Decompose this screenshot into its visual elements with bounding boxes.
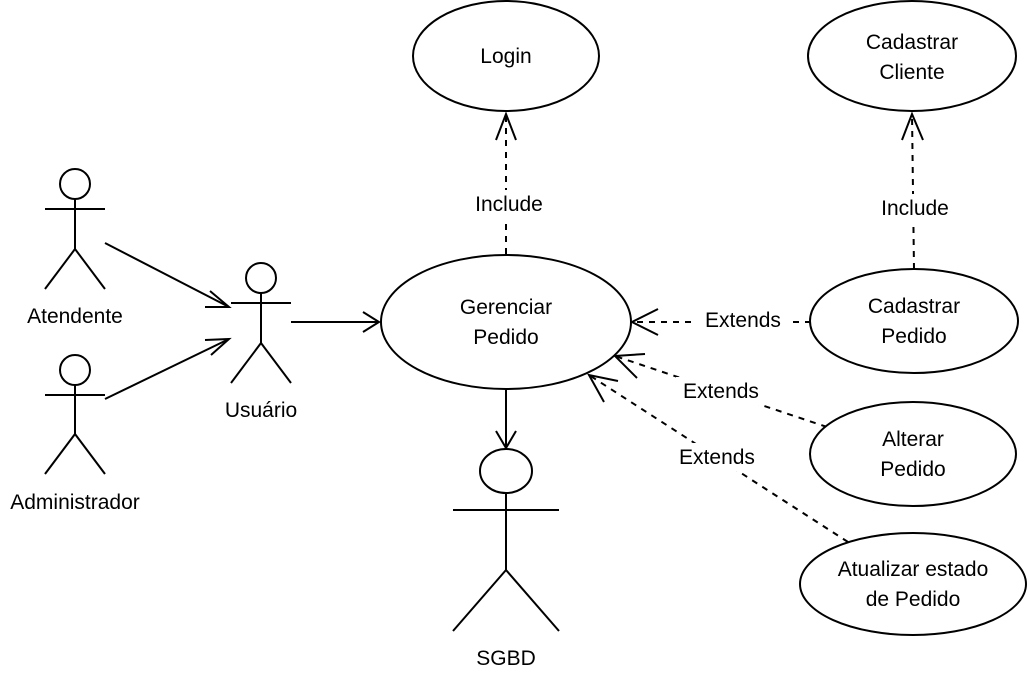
use-case-atualizar-estado-line1: Atualizar estado bbox=[838, 558, 989, 581]
actor-atendente-label: Atendente bbox=[27, 305, 123, 328]
actor-figure-icon bbox=[452, 448, 560, 632]
include-gerenciar-login: Include bbox=[466, 111, 552, 254]
extends-cadastrar-pedido: Extends bbox=[629, 306, 811, 336]
actor-atendente[interactable]: Atendente bbox=[27, 168, 123, 328]
include-label-login: Include bbox=[475, 193, 543, 216]
use-case-login-label: Login bbox=[480, 45, 531, 68]
actor-figure-icon bbox=[44, 168, 106, 290]
actor-usuario-label: Usuário bbox=[225, 399, 297, 422]
actor-figure-icon bbox=[44, 354, 106, 475]
include-cadastrar-pedido-cliente: Include bbox=[872, 111, 958, 270]
use-case-atualizar-estado-line2: de Pedido bbox=[866, 588, 961, 611]
use-case-login[interactable]: Login bbox=[412, 0, 600, 112]
actor-sgbd[interactable]: SGBD bbox=[452, 448, 560, 670]
actor-administrador-label: Administrador bbox=[10, 491, 140, 514]
association-atendente-usuario bbox=[104, 242, 232, 308]
actor-administrador[interactable]: Administrador bbox=[10, 354, 140, 514]
association-administrador-usuario bbox=[104, 337, 232, 400]
extends-label-atualizar: Extends bbox=[679, 446, 755, 469]
actor-sgbd-label: SGBD bbox=[476, 647, 536, 670]
actor-figure-icon bbox=[230, 262, 292, 384]
include-label-cliente: Include bbox=[881, 197, 949, 220]
association-gerenciar-sgbd bbox=[495, 390, 517, 450]
use-case-alterar-pedido[interactable]: Alterar Pedido bbox=[809, 401, 1017, 507]
use-case-atualizar-estado[interactable]: Atualizar estado de Pedido bbox=[799, 532, 1027, 636]
use-case-alterar-pedido-line2: Pedido bbox=[880, 458, 945, 481]
use-case-cadastrar-cliente-line1: Cadastrar bbox=[866, 31, 958, 54]
use-case-gerenciar-pedido-line2: Pedido bbox=[473, 326, 538, 349]
extends-alterar-pedido: Extends bbox=[612, 353, 828, 428]
extends-atualizar-estado: Extends bbox=[587, 373, 849, 543]
actor-usuario[interactable]: Usuário bbox=[225, 262, 297, 422]
use-case-gerenciar-pedido-line1: Gerenciar bbox=[460, 296, 552, 319]
use-case-alterar-pedido-line1: Alterar bbox=[882, 428, 944, 451]
use-case-cadastrar-cliente[interactable]: Cadastrar Cliente bbox=[807, 0, 1017, 112]
use-case-cadastrar-pedido-line1: Cadastrar bbox=[868, 295, 960, 318]
use-case-gerenciar-pedido[interactable]: Gerenciar Pedido bbox=[380, 254, 632, 390]
use-case-cadastrar-pedido-line2: Pedido bbox=[881, 325, 946, 348]
extends-label-alterar: Extends bbox=[683, 380, 759, 403]
extends-label-cadastrar: Extends bbox=[705, 309, 781, 332]
association-usuario-gerenciar bbox=[291, 311, 381, 333]
use-case-cadastrar-cliente-line2: Cliente bbox=[879, 61, 944, 84]
use-case-cadastrar-pedido[interactable]: Cadastrar Pedido bbox=[809, 268, 1019, 374]
